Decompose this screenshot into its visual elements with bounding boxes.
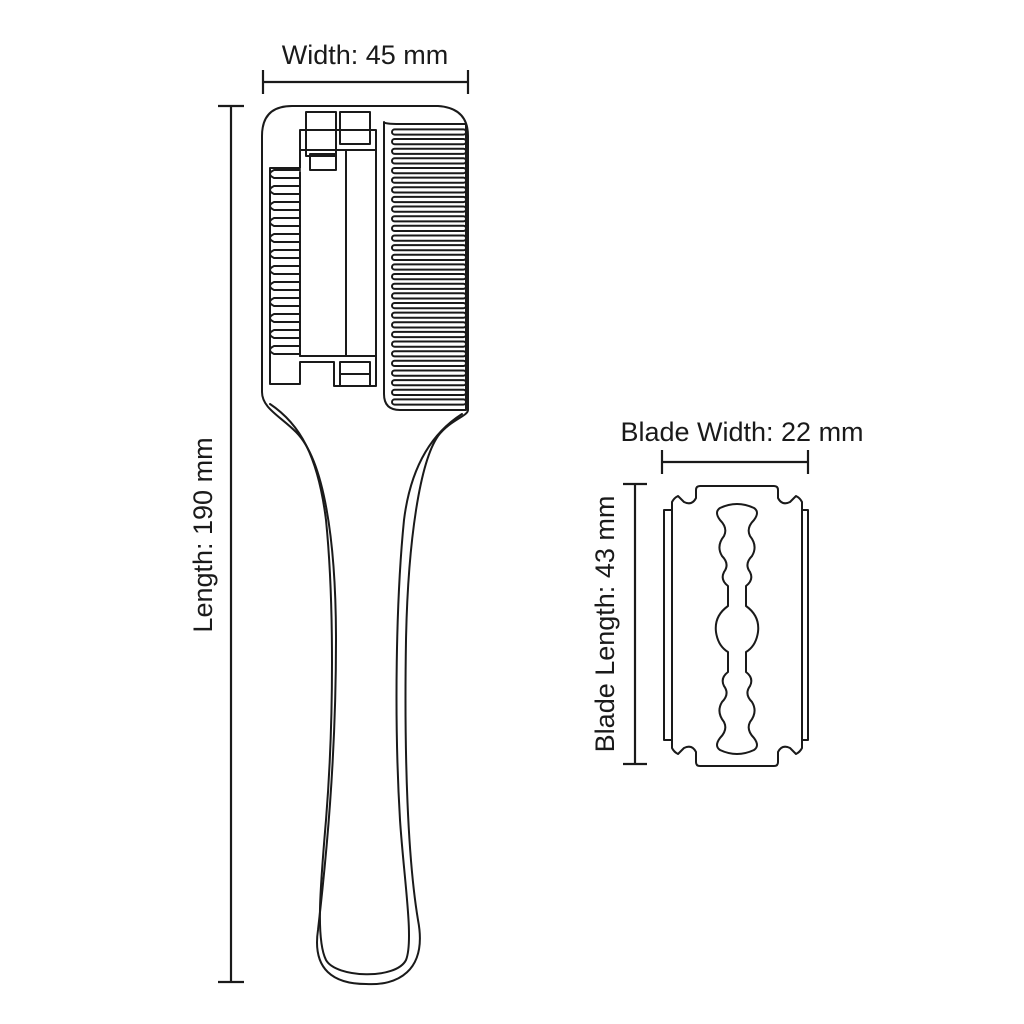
blade-length-label: Blade Length: 43 mm bbox=[590, 496, 620, 753]
comb-tooth bbox=[391, 302, 467, 310]
comb-tooth bbox=[391, 282, 467, 290]
comb-tooth bbox=[391, 273, 467, 281]
comb-tooth bbox=[391, 330, 467, 339]
handle-inner-outline bbox=[269, 403, 463, 976]
guard-tooth bbox=[269, 265, 301, 275]
top-clip-notch bbox=[309, 153, 337, 171]
guard-tooth bbox=[269, 329, 301, 339]
comb-tooth bbox=[391, 215, 467, 223]
comb-tooth bbox=[391, 350, 467, 358]
guard-tooth bbox=[269, 345, 301, 355]
guard-tooth bbox=[269, 169, 301, 179]
guard-tooth bbox=[269, 185, 301, 195]
guard-tooth bbox=[269, 233, 301, 243]
comb-tooth bbox=[391, 340, 467, 348]
comb-tooth bbox=[391, 224, 467, 233]
top-clip bbox=[305, 111, 337, 157]
comb-tooth bbox=[391, 388, 467, 396]
comb-tooth bbox=[391, 263, 467, 271]
guard-tooth bbox=[269, 217, 301, 227]
width-label: Width: 45 mm bbox=[282, 40, 449, 70]
top-clip-inner bbox=[339, 111, 371, 145]
guard-tooth bbox=[269, 249, 301, 259]
guard-tooth bbox=[269, 201, 301, 211]
blade-width-label: Blade Width: 22 mm bbox=[620, 417, 863, 447]
comb-tooth bbox=[391, 359, 467, 367]
comb-tooth bbox=[391, 321, 467, 329]
comb-tooth bbox=[391, 157, 467, 165]
guard-tooth bbox=[269, 297, 301, 307]
length-label: Length: 190 mm bbox=[188, 437, 218, 632]
comb-tooth bbox=[391, 244, 467, 252]
comb-tooth bbox=[391, 369, 467, 377]
comb-tooth bbox=[391, 176, 467, 184]
comb-spine bbox=[383, 121, 467, 411]
comb-tooth bbox=[391, 292, 467, 300]
comb-tooth bbox=[391, 234, 467, 242]
comb-tooth bbox=[391, 138, 467, 146]
blade-outline bbox=[663, 485, 809, 767]
guard-tooth bbox=[269, 313, 301, 323]
comb-tooth bbox=[391, 147, 467, 155]
length-dimension: Length: 190 mm bbox=[188, 104, 244, 984]
guard-teeth bbox=[269, 169, 301, 355]
comb-tooth bbox=[391, 167, 467, 175]
blade-length-dimension: Blade Length: 43 mm bbox=[590, 482, 647, 766]
comb-tooth bbox=[391, 311, 467, 319]
razor-comb bbox=[261, 105, 469, 986]
comb-tooth bbox=[391, 205, 467, 213]
blade-center-cutout bbox=[714, 503, 760, 755]
comb-tooth bbox=[391, 253, 467, 262]
width-dimension: Width: 45 mm bbox=[261, 40, 470, 94]
razor-blade bbox=[663, 485, 809, 767]
comb-tooth bbox=[391, 398, 467, 406]
comb-tooth bbox=[391, 186, 467, 194]
comb-tooth bbox=[391, 195, 467, 204]
comb-tooth bbox=[391, 379, 467, 387]
comb-teeth bbox=[391, 128, 467, 406]
blade-window bbox=[269, 129, 377, 387]
guard-tooth bbox=[269, 281, 301, 291]
comb-tooth bbox=[391, 128, 467, 136]
blade-width-dimension: Blade Width: 22 mm bbox=[620, 417, 864, 474]
